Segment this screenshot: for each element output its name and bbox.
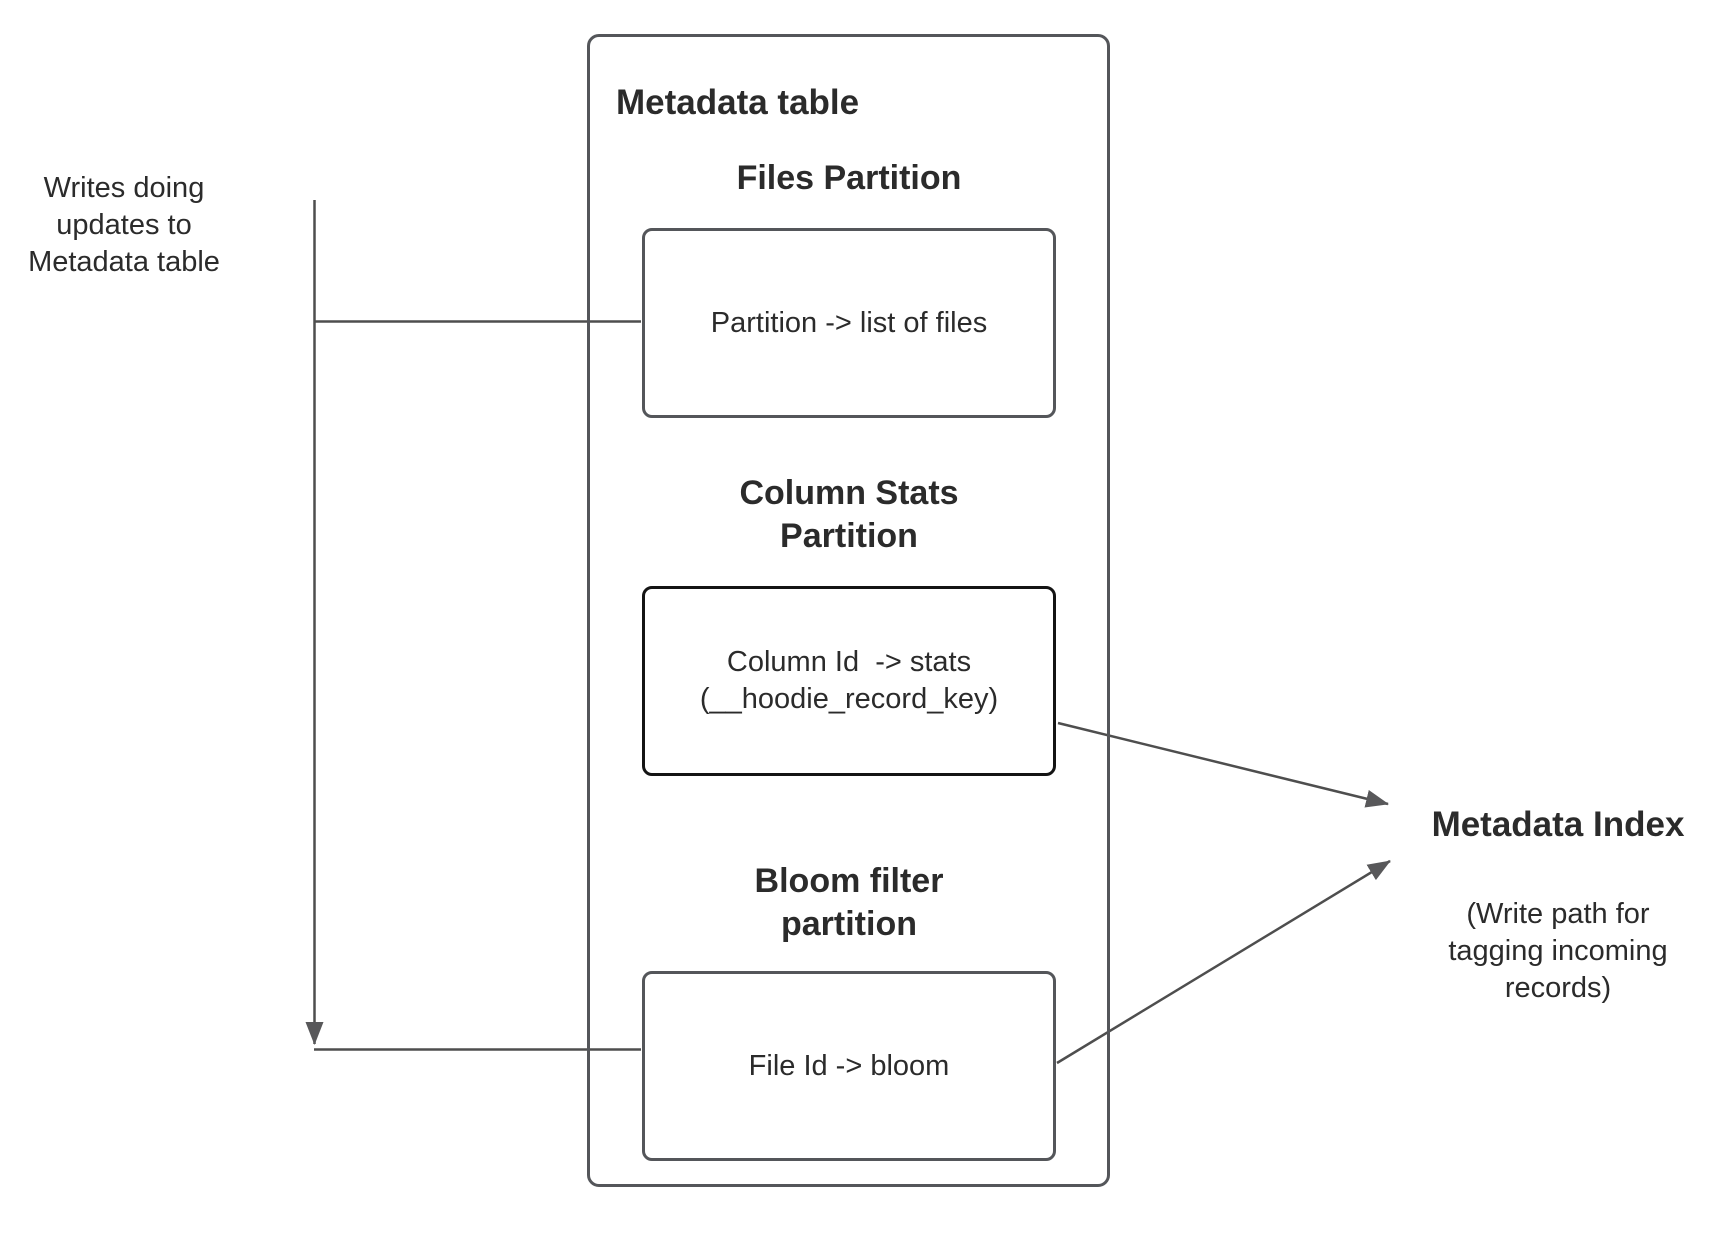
- bloom-filter-partition-heading: Bloom filter partition: [754, 862, 944, 943]
- metadata-index-title: Metadata Index: [1431, 805, 1685, 844]
- metadata-table-title: Metadata table: [616, 83, 860, 122]
- metadata-index-subtitle: (Write path for tagging incoming records…: [1448, 898, 1668, 1004]
- metadata-table-container: Metadata table Files Partition Partition…: [587, 34, 1110, 1187]
- files-partition-box: Partition -> list of files: [642, 228, 1056, 418]
- bloom-filter-partition-box-text: File Id -> bloom: [748, 1049, 950, 1082]
- metadata-index-label: Metadata Index (Write path for tagging i…: [1408, 804, 1708, 1007]
- column-stats-partition-box: Column Id -> stats (__hoodie_record_key): [642, 586, 1056, 776]
- files-partition-box-text: Partition -> list of files: [710, 306, 988, 339]
- column-stats-partition-heading: Column Stats Partition: [739, 474, 959, 555]
- files-partition-heading: Files Partition: [736, 159, 962, 197]
- column-stats-partition-box-text: Column Id -> stats (__hoodie_record_key): [699, 646, 999, 715]
- writes-note: Writes doing updates to Metadata table: [28, 172, 220, 278]
- bloom-filter-partition-box: File Id -> bloom: [642, 971, 1056, 1161]
